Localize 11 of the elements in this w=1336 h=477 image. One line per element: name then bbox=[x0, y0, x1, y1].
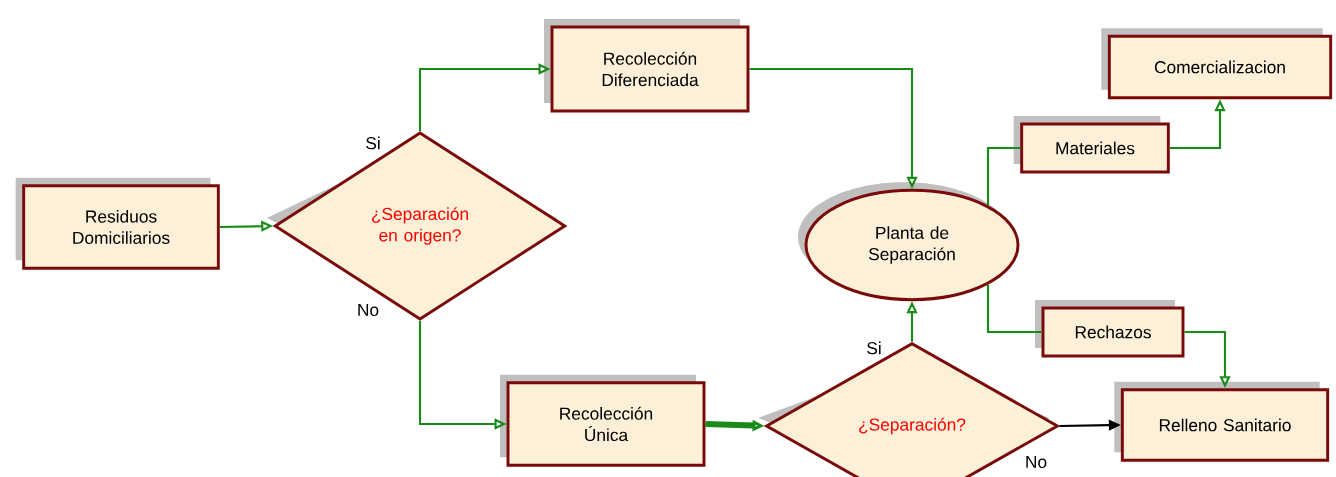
edge-label: No bbox=[358, 303, 379, 317]
edge-label: No bbox=[1026, 455, 1047, 469]
process-box: Residuos Domiciliarios bbox=[15, 177, 220, 270]
process-box: Comercializacion bbox=[1101, 28, 1333, 100]
edge-label: Si bbox=[366, 136, 380, 150]
process-box: Rechazos bbox=[1035, 300, 1185, 358]
process-box: Recolección Diferenciada bbox=[544, 19, 750, 113]
process-box: Relleno Sanitario bbox=[1114, 381, 1330, 462]
edge-label: Si bbox=[867, 341, 881, 355]
process-box: Recolección Única bbox=[500, 374, 706, 467]
process-box: Materiales bbox=[1013, 116, 1170, 174]
